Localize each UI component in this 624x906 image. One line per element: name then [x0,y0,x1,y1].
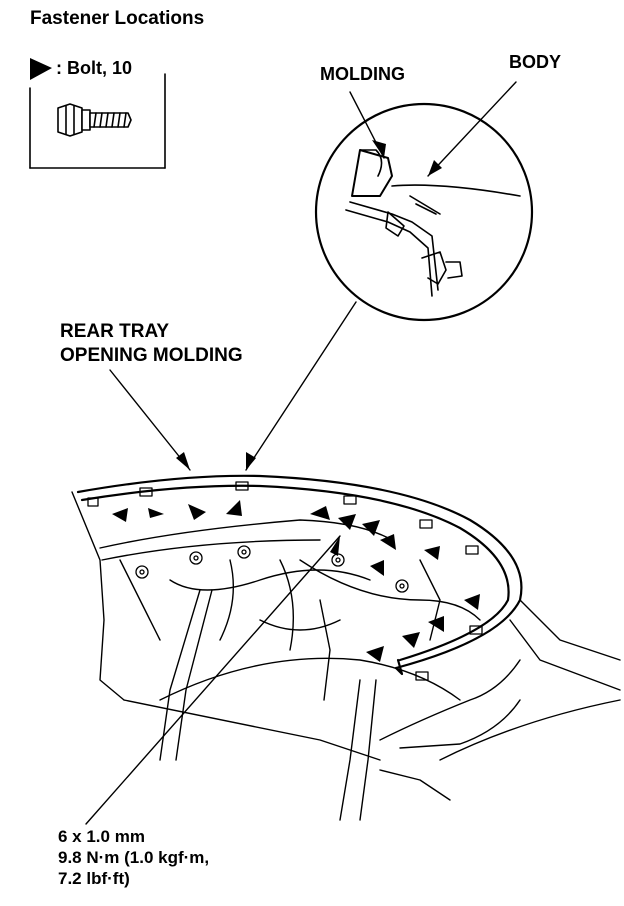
bolt-location-arrow [338,514,356,530]
rear-tray-opening-molding-callout: REAR TRAY OPENING MOLDING [60,320,243,368]
bolt-location-arrow [370,560,384,576]
bolt-location-arrow [148,508,164,518]
bolt-location-arrow [188,504,206,520]
bolt-location-arrow [366,646,384,662]
bolt-location-arrow [362,520,380,536]
rear-tray-molding [76,474,523,676]
bolt-location-arrow [424,546,440,560]
bolt-location-arrow [310,506,330,520]
molding-callout: MOLDING [320,64,405,84]
torque-value: 9.8 N·m (1.0 kgf·m, [58,848,210,867]
body-pointer-arrowhead [428,160,442,176]
bolt-location-arrow [226,500,242,516]
bolt-location-arrow [402,632,420,648]
bolt-location-arrow [428,616,444,632]
bolt-location-arrow [464,594,480,610]
legend-triangle-arrow-icon [30,58,52,80]
molding-clips [87,481,483,681]
legend-frame [29,73,166,169]
callout-line: REAR TRAY [60,321,170,342]
body-callout: BODY [509,52,562,72]
bolt-pointer-arrowhead [330,536,340,556]
molding-pointer-arrowhead [372,140,386,158]
torque-spec: 6 x 1.0 mm 9.8 N·m (1.0 kgf·m, 7.2 lbf·f… [58,826,209,889]
callout-line: OPENING MOLDING [60,345,243,366]
detail-view-circle [314,102,534,322]
car-body-outline [71,491,621,821]
nut-markers [135,545,409,593]
leader-lines [85,81,517,825]
bolt-location-arrow [380,534,396,550]
detail-pointer-arrowhead [246,452,256,470]
legend-label: : Bolt, 10 [56,58,133,78]
bolt-location-arrow [112,508,128,522]
torque-value-imperial: 7.2 lbf·ft) [58,869,130,888]
bolt-icon [57,103,132,137]
page-title: Fastener Locations [30,8,205,29]
rtom-pointer-arrowhead [176,452,190,470]
bolt-size: 6 x 1.0 mm [58,827,145,846]
